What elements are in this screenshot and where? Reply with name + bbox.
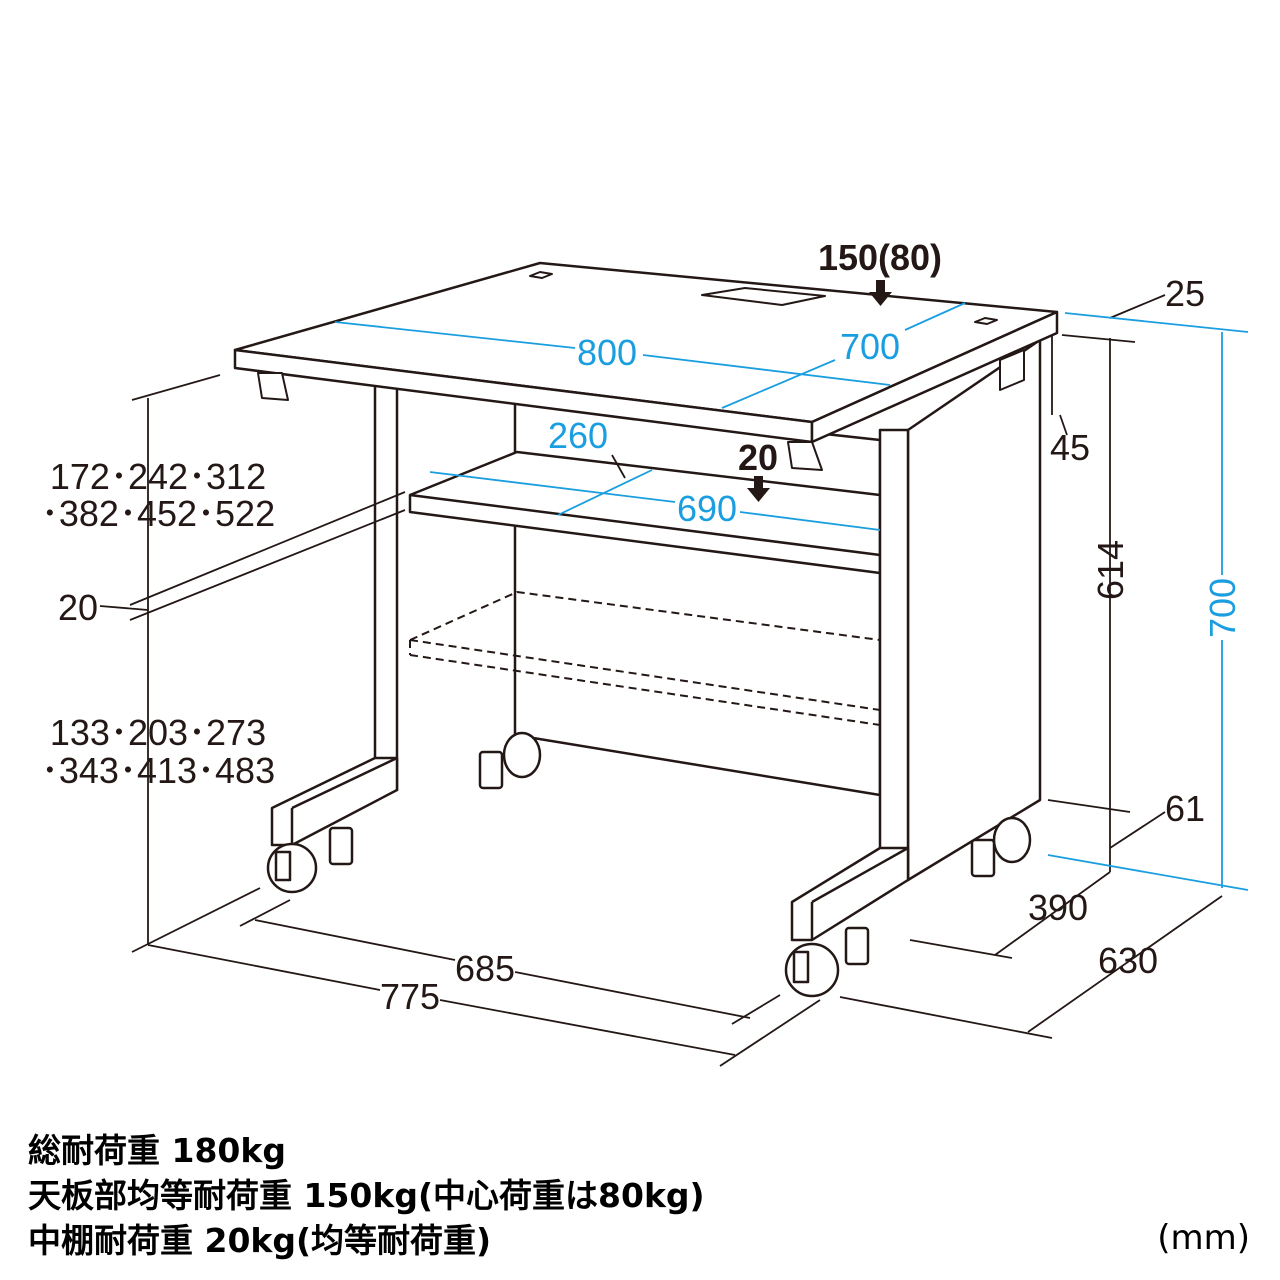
- shelf-depth-label: 260: [548, 415, 608, 456]
- desk-drawing: [233, 261, 1059, 998]
- note-total-load: 総耐荷重 180kg: [28, 1131, 286, 1170]
- desk-top-side-edge: [810, 310, 1059, 444]
- base-depth-label: 390: [1028, 887, 1088, 928]
- note-shelf-load: 中棚耐荷重 20kg(均等耐荷重): [28, 1221, 492, 1260]
- right-foot: [790, 846, 910, 942]
- under-height-label: 614: [1090, 540, 1131, 600]
- shelf-load-label: 20: [738, 437, 778, 478]
- desk-top: [233, 261, 1059, 424]
- right-side-panel: [906, 338, 1042, 882]
- top-width-label: 800: [577, 332, 637, 373]
- top-depth-label: 700: [840, 326, 900, 367]
- cable-hole-center: [701, 287, 826, 306]
- shelf-lower-heights-line2: ･343･413･483: [41, 750, 275, 791]
- bracket-front: [787, 441, 823, 471]
- apron-label: 45: [1050, 427, 1090, 468]
- outer-width-label: 775: [380, 976, 440, 1017]
- base-height-label: 61: [1165, 788, 1205, 829]
- shelf-width-label: 690: [677, 488, 737, 529]
- bracket-right: [999, 349, 1025, 391]
- shelf-upper-heights-line1: 172･242･312: [50, 456, 266, 497]
- casters: [266, 731, 1032, 998]
- load-capacity-notes: 総耐荷重 180kg 天板部均等耐荷重 150kg(中心荷重は80kg) 中棚耐…: [28, 1128, 705, 1263]
- shelf-lower-heights-line1: 133･203･273: [50, 712, 266, 753]
- shelf-upper-heights-line2: ･382･452･522: [41, 493, 275, 534]
- shelf-thickness-label: 20: [58, 587, 98, 628]
- load-arrow-shelf: [747, 476, 770, 502]
- bracket-left: [257, 372, 289, 401]
- inner-width-label: 685: [455, 948, 515, 989]
- cable-hole-left: [529, 271, 553, 279]
- load-arrow-top: [869, 280, 892, 306]
- total-depth-label: 630: [1098, 940, 1158, 981]
- dimension-lines: [99, 294, 1223, 1067]
- total-height-label: 700: [1202, 578, 1243, 638]
- top-thickness-label: 25: [1165, 273, 1205, 314]
- left-foot: [270, 756, 399, 847]
- cable-hole-right: [974, 317, 998, 325]
- right-leg: [878, 428, 910, 882]
- unit-label: (mm): [1157, 1218, 1250, 1258]
- note-top-load: 天板部均等耐荷重 150kg(中心荷重は80kg): [28, 1176, 705, 1215]
- adjustable-shelf-dashed: [409, 591, 881, 726]
- left-leg: [373, 383, 399, 792]
- accent-dimension-lines: [334, 302, 1249, 891]
- top-load-label: 150(80): [818, 237, 942, 278]
